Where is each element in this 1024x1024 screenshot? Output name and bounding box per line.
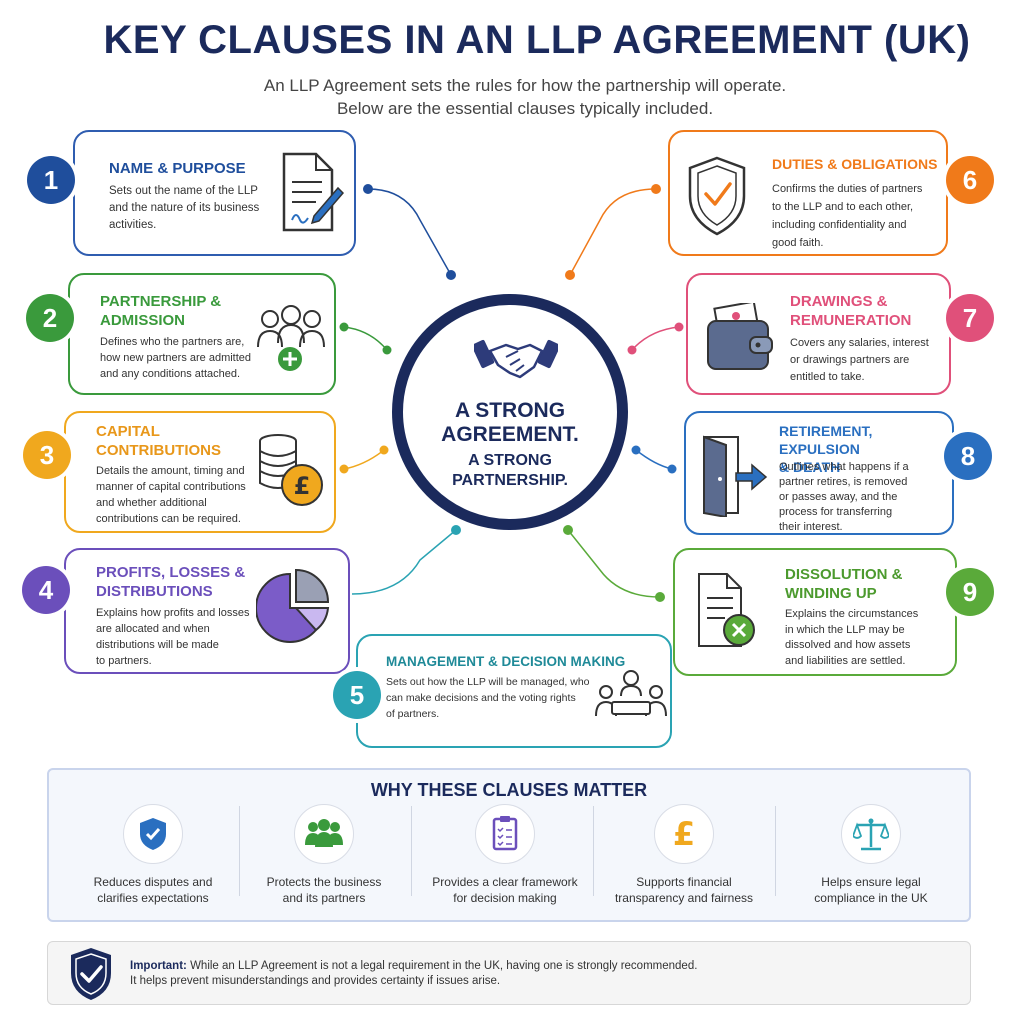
page-title: KEY CLAUSES IN AN LLP AGREEMENT (UK): [103, 18, 971, 62]
important-note: Important: While an LLP Agreement is not…: [47, 941, 971, 1005]
clause-number-7: 7: [946, 294, 994, 342]
document-signature-icon: [282, 152, 344, 232]
pound-icon: £: [673, 815, 695, 851]
document-cross-icon: [698, 573, 755, 647]
clause-title-1: NAME & PURPOSE: [109, 160, 246, 177]
clause-number-6: 6: [946, 156, 994, 204]
svg-text:£: £: [294, 472, 311, 500]
clause-card-8: RETIREMENT, EXPULSION& DEATH Outlines wh…: [684, 411, 954, 535]
clause-title-6: DUTIES & OBLIGATIONS: [772, 156, 938, 172]
clause-card-6: DUTIES & OBLIGATIONS Confirms the duties…: [668, 130, 948, 256]
divider: [411, 806, 412, 896]
clause-number-5: 5: [333, 671, 381, 719]
clause-card-5: MANAGEMENT & DECISION MAKING Sets out ho…: [356, 634, 672, 748]
group-icon: [305, 819, 343, 847]
why-clauses-matter-panel: WHY THESE CLAUSES MATTER Reduces dispute…: [47, 768, 971, 922]
divider: [775, 806, 776, 896]
subtitle-line-1: An LLP Agreement sets the rules for how …: [263, 76, 787, 95]
why-heading: WHY THESE CLAUSES MATTER: [370, 780, 648, 800]
pie-chart-icon: [256, 568, 330, 643]
clause-card-4: PROFITS, LOSSES &DISTRIBUTIONS Explains …: [64, 548, 350, 674]
clause-title-5: MANAGEMENT & DECISION MAKING: [386, 654, 626, 669]
clause-number-3: 3: [23, 431, 71, 479]
handshake-icon: [474, 339, 558, 379]
people-add-icon: [257, 305, 325, 373]
divider: [593, 806, 594, 896]
clause-title-8: RETIREMENT, EXPULSION& DEATH: [779, 423, 873, 475]
important-note-text: Important: While an LLP Agreement is not…: [130, 960, 698, 987]
clause-number-1: 1: [27, 156, 75, 204]
clause-title-9: DISSOLUTION &WINDING UP: [785, 566, 903, 602]
clause-title-4: PROFITS, LOSSES &DISTRIBUTIONS: [96, 564, 246, 600]
shield-check-icon: [688, 156, 746, 236]
clause-card-7: DRAWINGS &REMUNERATION Covers any salari…: [686, 273, 951, 395]
clause-number-8: 8: [944, 432, 992, 480]
shield-check-icon: [71, 948, 111, 1000]
exit-door-icon: [703, 435, 768, 517]
clause-card-9: DISSOLUTION &WINDING UP Explains the cir…: [673, 548, 957, 676]
meeting-icon: [595, 670, 667, 717]
page-subtitle: An LLP Agreement sets the rules for how …: [0, 74, 1024, 120]
clause-number-2: 2: [26, 294, 74, 342]
scales-icon: [853, 818, 889, 851]
clause-card-2: PARTNERSHIP &ADMISSION Defines who the p…: [68, 273, 336, 395]
clause-text-5: Sets out how the LLP will be managed, wh…: [386, 676, 590, 720]
svg-text:£: £: [673, 815, 695, 851]
clause-number-9: 9: [946, 568, 994, 616]
clause-card-1: NAME & PURPOSE Sets out the name of the …: [73, 130, 356, 256]
wallet-icon: [707, 303, 773, 370]
clause-title-7: DRAWINGS &REMUNERATION: [790, 293, 912, 329]
divider: [239, 806, 240, 896]
clause-number-4: 4: [22, 566, 70, 614]
clause-title-2: PARTNERSHIP &ADMISSION: [100, 293, 222, 329]
subtitle-line-2: Below are the essential clauses typicall…: [336, 99, 714, 118]
coins-pound-icon: £: [259, 434, 323, 506]
shield-check-icon: [140, 818, 166, 850]
checklist-icon: [492, 816, 518, 851]
clause-text-2: Defines who the partners are,how new par…: [100, 336, 252, 380]
